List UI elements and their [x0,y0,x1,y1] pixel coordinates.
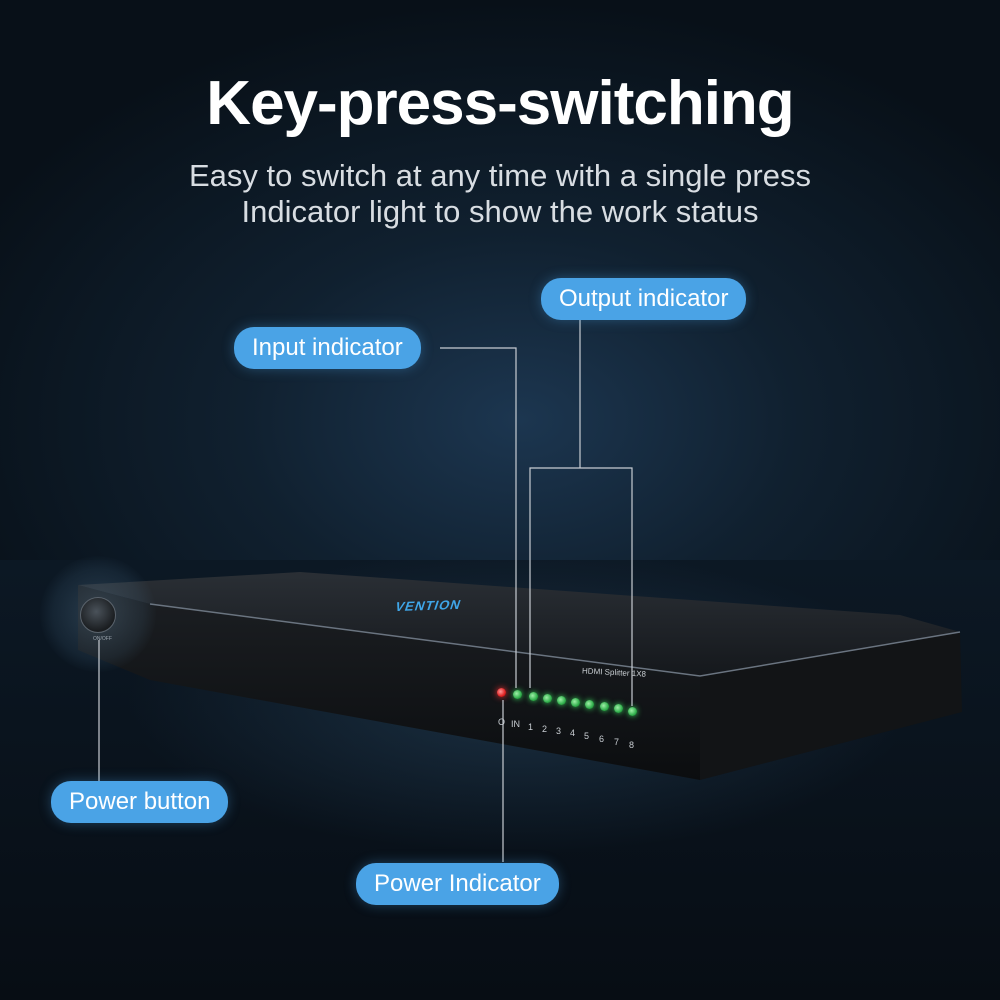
port-label-8: 8 [629,740,635,750]
port-label-5: 5 [584,731,590,741]
port-label-3: 3 [556,726,562,736]
port-label-6: 6 [599,734,605,744]
output-led-4 [571,698,580,707]
output-indicator-callout: Output indicator [541,278,747,320]
power-button[interactable] [80,597,116,633]
power-button-callout: Power button [51,781,229,823]
subtitle-line-2: Indicator light to show the work status [241,194,759,229]
page-title: Key-press-switching [206,69,794,138]
port-label-2: 2 [542,724,548,734]
subtitle-line-1: Easy to switch at any time with a single… [189,158,811,193]
port-label-4: 4 [570,728,576,738]
input-port-label: IN [511,719,520,729]
device-side [700,632,962,780]
power-symbol-label: O [498,717,506,727]
input-indicator-line [440,347,517,688]
output-led-7 [614,704,623,713]
power-button-label: ON/OFF [93,636,112,642]
port-label-7: 7 [614,737,620,747]
device-front [78,585,700,780]
output-led-3 [557,696,566,705]
input-indicator-callout: Input indicator [234,327,421,369]
output-led-6 [600,702,609,711]
device-edge [149,603,961,677]
output-led-1 [529,692,538,701]
port-label-1: 1 [528,722,534,732]
output-led-5 [585,700,594,709]
power-led [497,688,506,697]
output-indicator-bracket [529,467,633,706]
output-led-2 [543,694,552,703]
output-led-8 [628,707,637,716]
power-indicator-callout: Power Indicator [356,863,559,905]
input-led [513,690,522,699]
device-top [78,572,960,676]
